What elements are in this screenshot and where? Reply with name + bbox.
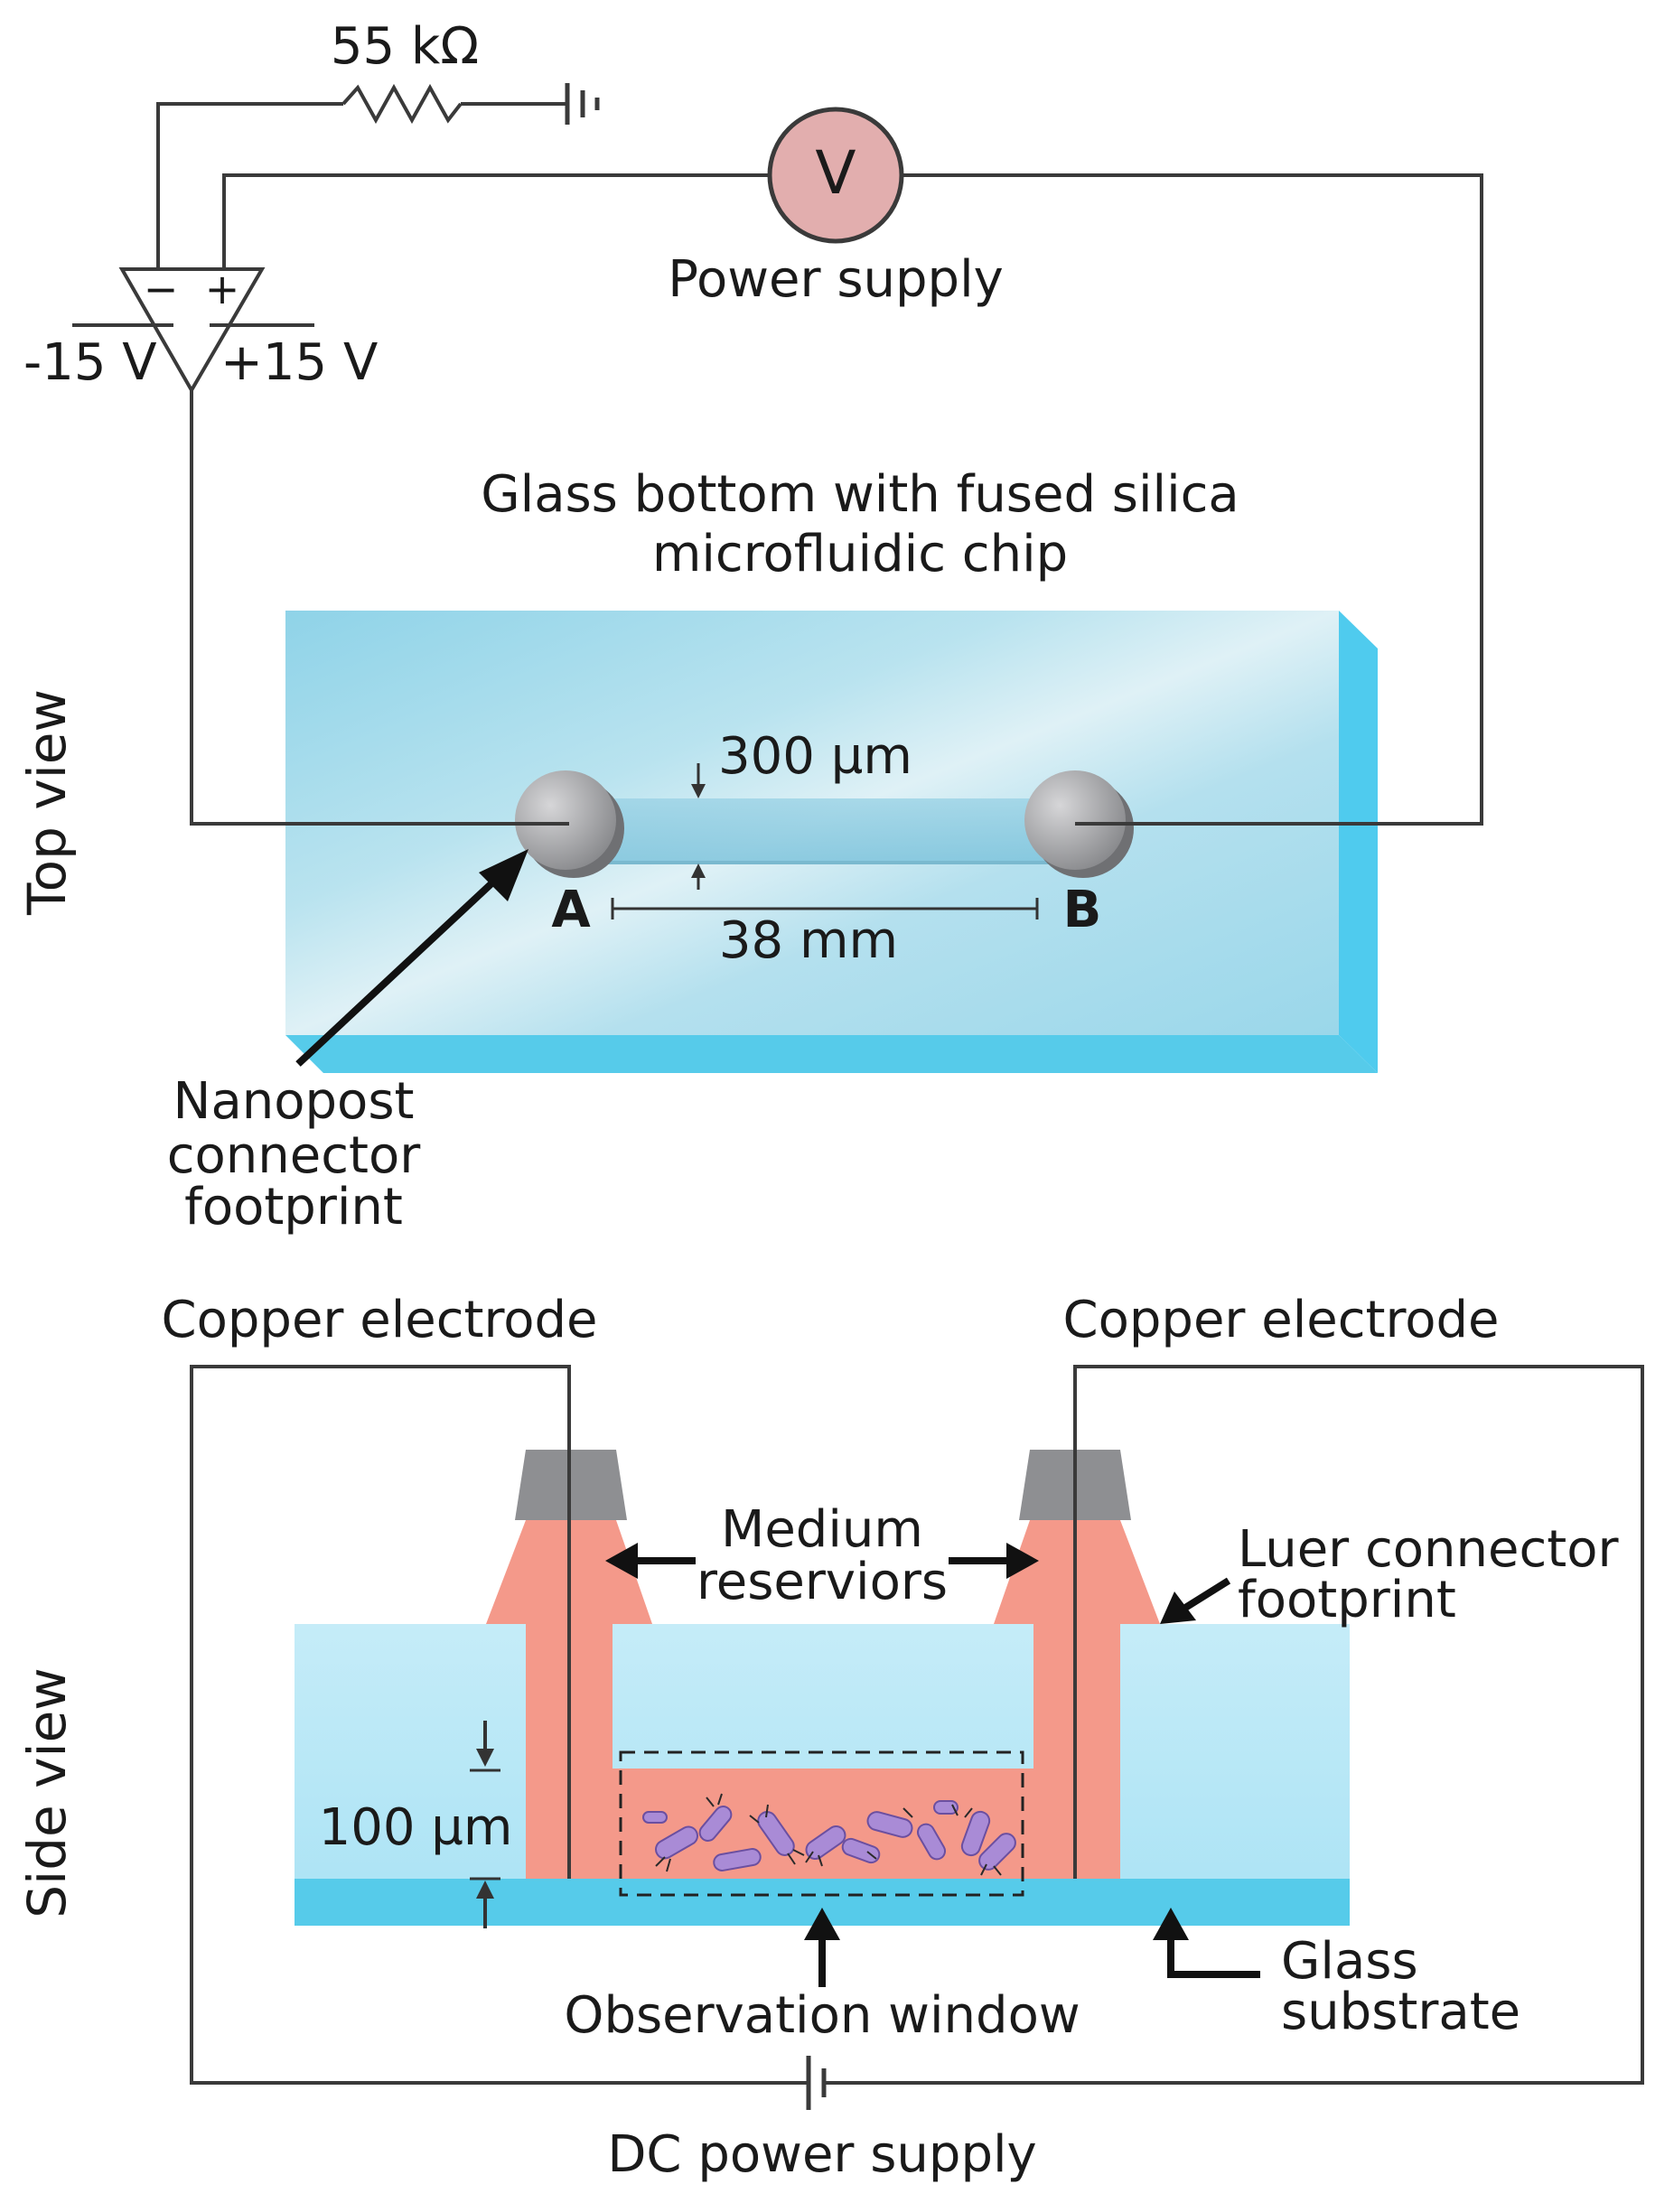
glass-substrate-arrow: [1153, 1908, 1260, 1978]
luer-line2: footprint: [1238, 1571, 1456, 1629]
dc-supply-label: DC power supply: [607, 2125, 1036, 2184]
luer-line1: Luer connector: [1238, 1520, 1619, 1579]
medium-channel: [526, 1769, 1118, 1879]
observation-arrow: [804, 1908, 840, 1987]
chip-title-line1: Glass bottom with fused silica: [481, 465, 1239, 524]
length-dimension: [611, 898, 1039, 919]
neg-rail-label: -15 V: [23, 333, 157, 392]
voltmeter-symbol: V: [815, 138, 856, 208]
top-view: Top view Glass bottom with fused silica …: [16, 465, 1482, 1237]
power-supply-label: Power supply: [668, 250, 1004, 309]
height-dimension-arrows: [470, 1721, 500, 1928]
feedback-wire: [156, 102, 343, 318]
port-a: [515, 770, 616, 870]
chip-side-edge: [1339, 611, 1378, 1073]
op-amp-icon: [118, 267, 266, 394]
glass-line2: substrate: [1281, 1983, 1520, 2041]
chip-title-line2: microfluidic chip: [652, 525, 1068, 583]
medium-line1: Medium: [721, 1500, 923, 1559]
port-a-label: A: [551, 881, 591, 939]
top-view-label: Top view: [16, 689, 78, 916]
resistor-icon: [341, 83, 463, 125]
pos-rail-label: +15 V: [220, 333, 378, 392]
luer-arrow: [1160, 1577, 1231, 1624]
chip-bottom-edge: [285, 1035, 1378, 1073]
glass-line1: Glass: [1281, 1932, 1418, 1991]
bacteria-flagella: [655, 1793, 1002, 1876]
side-view-label: Side view: [16, 1667, 78, 1918]
electrode-left-label: Copper electrode: [162, 1291, 598, 1349]
ground-icon: [565, 83, 600, 125]
amp-minus-sign: −: [144, 265, 179, 313]
nanopost-line2: connector: [167, 1126, 421, 1185]
nanopost-line1: Nanopost: [173, 1072, 415, 1131]
voltmeter-wire: [222, 173, 768, 271]
voltmeter-icon: [767, 107, 904, 244]
height-label: 100 µm: [319, 1798, 513, 1857]
observation-label: Observation window: [564, 1986, 1080, 2045]
right-electrode-wire: [836, 1365, 1644, 2085]
left-electrode-wire: [190, 1365, 795, 2085]
port-b: [1024, 770, 1126, 870]
width-dimension-arrows: [691, 763, 706, 890]
channel-width-label: 300 µm: [718, 727, 912, 786]
nanopost-line3: footprint: [184, 1178, 403, 1237]
amp-plus-sign: +: [205, 265, 240, 313]
port-b-label: B: [1063, 881, 1102, 939]
electrode-right-label: Copper electrode: [1063, 1291, 1500, 1349]
resistor-label: 55 kΩ: [331, 17, 479, 76]
circuit: 55 kΩ V Power supply − + -15 V +15 V: [23, 17, 1483, 826]
medium-arrow-right: [949, 1543, 1039, 1579]
channel-length-label: 38 mm: [719, 911, 898, 970]
side-view: Side view Copper electrode Copper electr…: [16, 1291, 1644, 2184]
observation-window-box: [619, 1750, 1024, 1897]
bacteria-group: [642, 1800, 1016, 1871]
medium-line2: reserviors: [697, 1553, 948, 1611]
medium-arrow-left: [605, 1543, 696, 1579]
microchannel: [571, 798, 1075, 863]
nanopost-arrow: [295, 849, 528, 1067]
dc-battery-icon: [795, 2056, 836, 2110]
